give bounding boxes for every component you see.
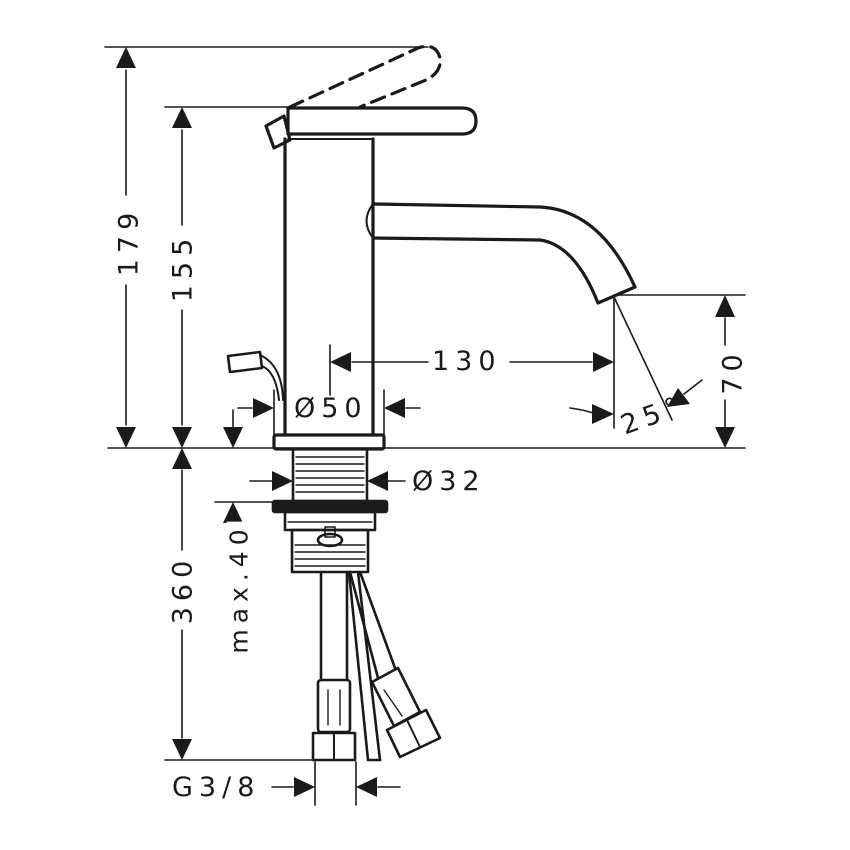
- label-130: 130: [430, 346, 504, 377]
- supply-hoses: [311, 570, 442, 762]
- label-70: 70: [717, 346, 749, 397]
- label-d50: Ø50: [294, 393, 368, 424]
- label-155: 155: [167, 230, 199, 305]
- dim-155: [172, 107, 192, 448]
- faucet-body: [264, 44, 637, 451]
- label-d32: Ø32: [410, 466, 488, 497]
- dim-max40: [214, 409, 276, 536]
- dim-25-angle: [569, 296, 703, 424]
- dim-179: [116, 47, 136, 448]
- dim-130: [329, 294, 615, 429]
- threaded-shank: [271, 447, 389, 574]
- label-179: 179: [113, 204, 145, 279]
- popup-rod: [226, 350, 284, 401]
- label-g38: G3/8: [170, 772, 263, 803]
- extension-lines: [104, 46, 746, 761]
- dim-d50: [237, 389, 421, 436]
- label-max40: max.40: [224, 521, 254, 656]
- label-360: 360: [167, 552, 199, 627]
- dim-360: [172, 448, 192, 760]
- dim-g38: [271, 761, 401, 806]
- dim-70: [715, 295, 735, 448]
- dim-d32: [249, 471, 406, 491]
